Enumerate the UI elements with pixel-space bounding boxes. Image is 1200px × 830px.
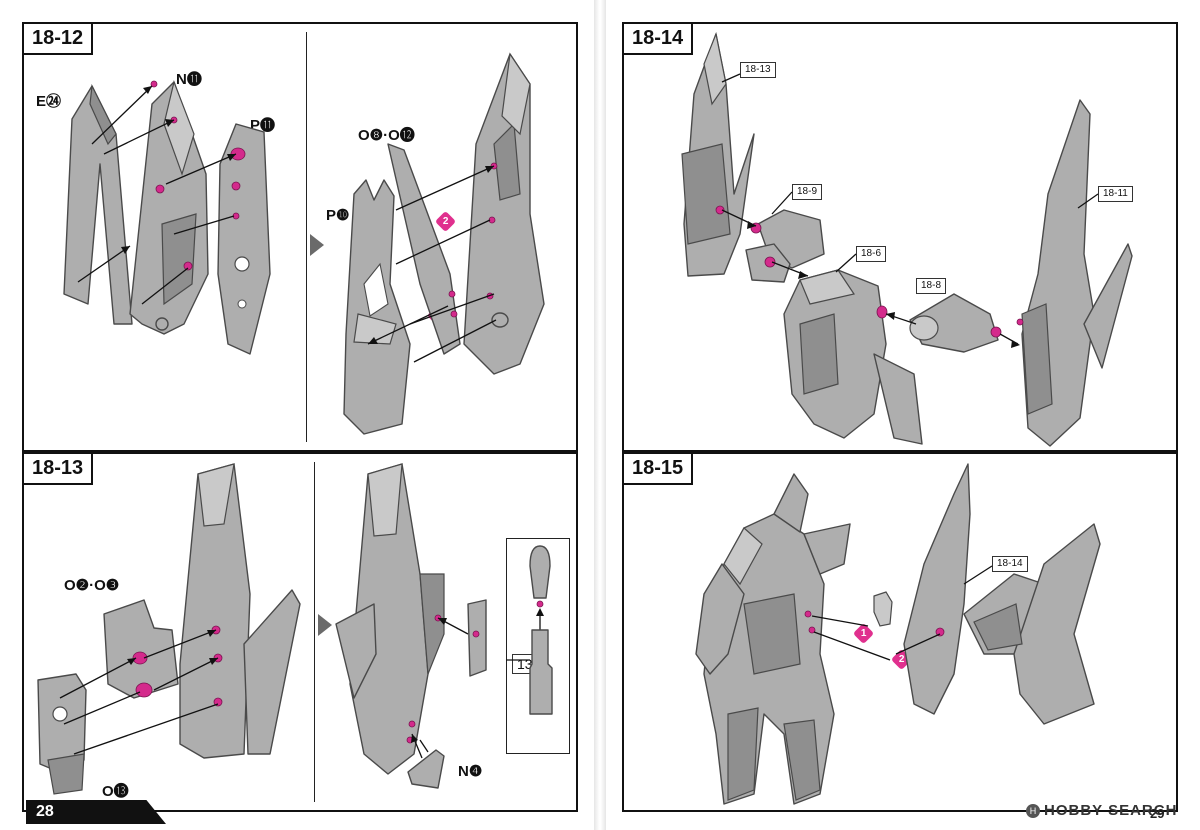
- step-tag: 18-15: [624, 454, 694, 485]
- ref-step-18-13: 18-13: [740, 62, 776, 78]
- joint-18-8-icon: [909, 293, 1002, 353]
- part-joint-rod-icon: [506, 629, 553, 715]
- page-number-left: 28: [26, 800, 166, 824]
- book-gutter: [594, 0, 606, 830]
- part-label-o8-o12: O❽·O⓬: [358, 127, 415, 144]
- step-18-12-illustration: [63, 52, 545, 435]
- hobby-search-logo-icon: H: [1026, 804, 1040, 818]
- step-divider: [314, 462, 315, 802]
- part-e24-frame-icon: [63, 83, 133, 325]
- panel-step-18-15: 18-15 18-14 1 2: [622, 452, 1178, 812]
- panel-step-18-13: 18-13 O❷·O❸ O⓭ N❹ 1 2 13: [22, 452, 578, 812]
- waist-block-18-6-icon: [783, 269, 923, 445]
- wing-assembly-18-14-icon: [903, 463, 1101, 725]
- ref-step-18-6: 18-6: [856, 246, 887, 262]
- part-small-peg-icon: [467, 599, 487, 677]
- part-assembled-wing-icon: [463, 52, 545, 375]
- joint-peg-icon: [873, 591, 893, 627]
- part-o8-o12-blade-icon: [387, 143, 461, 355]
- step-tag: 18-12: [24, 24, 94, 55]
- step-18-14-illustration: [681, 31, 1133, 447]
- panel-step-18-14: 18-14 18-13 18-9 18-6 18-8 18-11: [622, 22, 1178, 452]
- joint-18-9-icon: [745, 209, 825, 283]
- page-number-right: 29: [1150, 806, 1165, 821]
- step-tag: 18-13: [24, 454, 94, 485]
- part-n4-foot-icon: [407, 749, 445, 789]
- part-label-p10: P❿: [326, 207, 350, 224]
- robot-figure-icon: [695, 473, 851, 805]
- part-o13-hinge-icon: [37, 673, 87, 795]
- part-p10-frame-icon: [343, 179, 411, 435]
- ref-step-18-11: 18-11: [1098, 186, 1133, 202]
- part-label-o2-o3: O❷·O❸: [64, 577, 120, 594]
- step-arrow-icon: [318, 614, 332, 636]
- part-label-n4: N❹: [458, 763, 483, 780]
- part-label-e24: E㉔: [36, 93, 62, 110]
- part-tapered-pin-icon: [529, 545, 551, 608]
- step-arrow-icon: [310, 234, 324, 256]
- part-assembled-wing-icon: [335, 463, 445, 775]
- step-18-15-illustration: [695, 463, 1101, 805]
- wing-assembly-18-11-icon: [1016, 99, 1133, 447]
- part-p11-plate-icon: [217, 123, 271, 355]
- wing-assembly-18-13-icon: [681, 31, 755, 277]
- part-label-n11: N⓫: [176, 71, 202, 88]
- ref-step-18-14: 18-14: [992, 556, 1028, 572]
- watermark-text: HOBBY SEARCH: [1044, 802, 1178, 819]
- part-o2-o3-block-icon: [103, 599, 179, 699]
- part-label-o13: O⓭: [102, 783, 129, 800]
- ref-step-18-8: 18-8: [916, 278, 947, 294]
- part-n11-core-icon: [129, 79, 209, 335]
- ref-step-18-9: 18-9: [792, 184, 823, 200]
- step-divider: [306, 32, 307, 442]
- step-tag: 18-14: [624, 24, 694, 55]
- panel-step-18-12: 18-12 E㉔ N⓫ P⓫ O❽·O⓬ P❿ 1 2: [22, 22, 578, 452]
- step-18-13-illustration: [37, 463, 553, 795]
- part-long-wing-plate-icon: [179, 463, 301, 759]
